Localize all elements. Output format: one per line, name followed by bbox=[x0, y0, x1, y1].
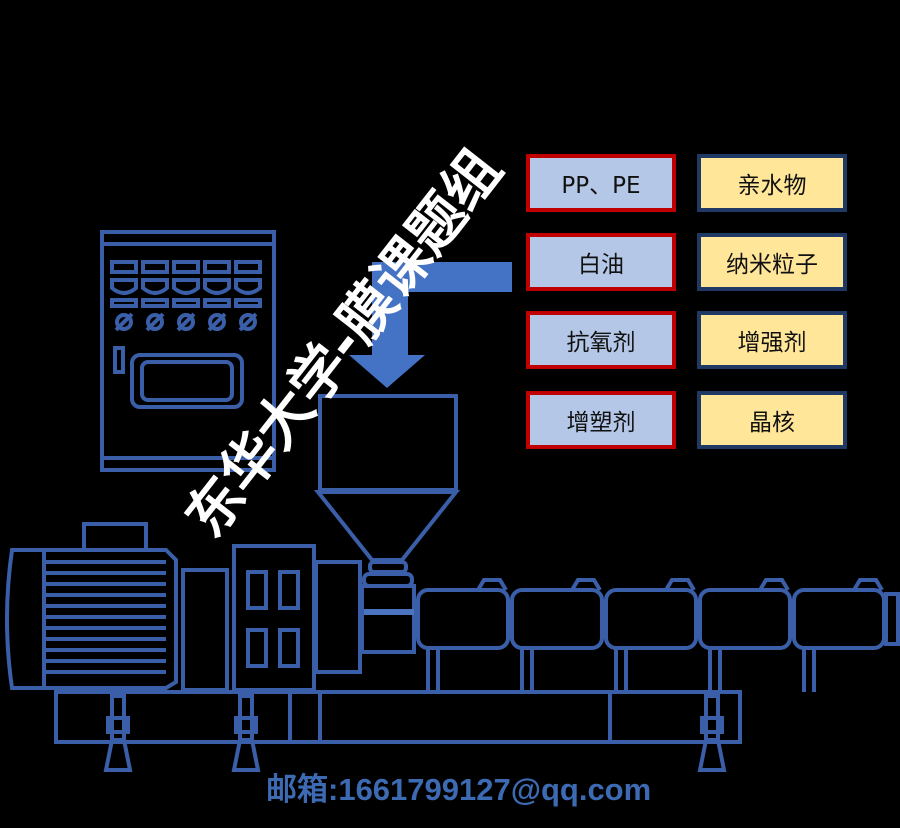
extruder-barrel bbox=[416, 578, 900, 692]
barrel-zone bbox=[416, 588, 510, 650]
hopper bbox=[313, 394, 461, 588]
barrel-zone bbox=[510, 588, 604, 650]
dial-icon bbox=[146, 313, 164, 331]
feed-arrow bbox=[349, 262, 512, 388]
dial-needle bbox=[176, 312, 196, 332]
dial-icon bbox=[239, 313, 257, 331]
indicator-light bbox=[203, 260, 231, 274]
material-nanoparticles: 纳米粒子 bbox=[697, 233, 847, 291]
foot-nut bbox=[234, 716, 258, 734]
dial-needle bbox=[145, 312, 165, 332]
indicator-light bbox=[110, 260, 138, 274]
dial-icon bbox=[177, 313, 195, 331]
foot-nut bbox=[106, 716, 130, 734]
switch bbox=[141, 278, 169, 295]
material-hydrophilic: 亲水物 bbox=[697, 154, 847, 212]
motor bbox=[5, 522, 178, 690]
heater-clamp bbox=[852, 578, 884, 592]
heater-clamp bbox=[664, 578, 696, 592]
contact-email: 邮箱:1661799127@qq.com bbox=[266, 772, 652, 807]
barrel-zone bbox=[604, 588, 698, 650]
material-reinforcer: 增强剂 bbox=[697, 311, 847, 369]
label-plate bbox=[110, 298, 138, 308]
control-cabinet bbox=[100, 230, 276, 472]
material-white-oil: 白油 bbox=[526, 233, 676, 291]
material-plasticizer: 增塑剂 bbox=[526, 391, 676, 449]
label-plate bbox=[141, 298, 169, 308]
dial-icon bbox=[115, 313, 133, 331]
indicator-light bbox=[234, 260, 262, 274]
label-plate bbox=[172, 298, 200, 308]
die-head bbox=[884, 592, 900, 646]
barrel-zone bbox=[792, 588, 886, 650]
indicator-light bbox=[172, 260, 200, 274]
barrel-zone bbox=[698, 588, 792, 650]
base-frame bbox=[54, 690, 742, 744]
switch bbox=[172, 278, 200, 295]
switch bbox=[110, 278, 138, 295]
label-plate bbox=[203, 298, 231, 308]
dial-needle bbox=[238, 312, 258, 332]
label-plate bbox=[234, 298, 262, 308]
material-antioxidant: 抗氧剂 bbox=[526, 311, 676, 369]
material-nucleating-agent: 晶核 bbox=[697, 391, 847, 449]
indicator-light bbox=[141, 260, 169, 274]
heater-clamp bbox=[758, 578, 790, 592]
foot-nut bbox=[700, 716, 724, 734]
heater-clamp bbox=[476, 578, 508, 592]
dial-needle bbox=[114, 312, 134, 332]
material-pp-pe: PP、PE bbox=[526, 154, 676, 212]
heater-clamp bbox=[570, 578, 602, 592]
foot-pad bbox=[231, 739, 261, 772]
switch bbox=[203, 278, 231, 295]
foot-pad bbox=[697, 739, 727, 772]
dial-needle bbox=[207, 312, 227, 332]
foot-pad bbox=[103, 739, 133, 772]
dial-icon bbox=[208, 313, 226, 331]
switch bbox=[234, 278, 262, 295]
